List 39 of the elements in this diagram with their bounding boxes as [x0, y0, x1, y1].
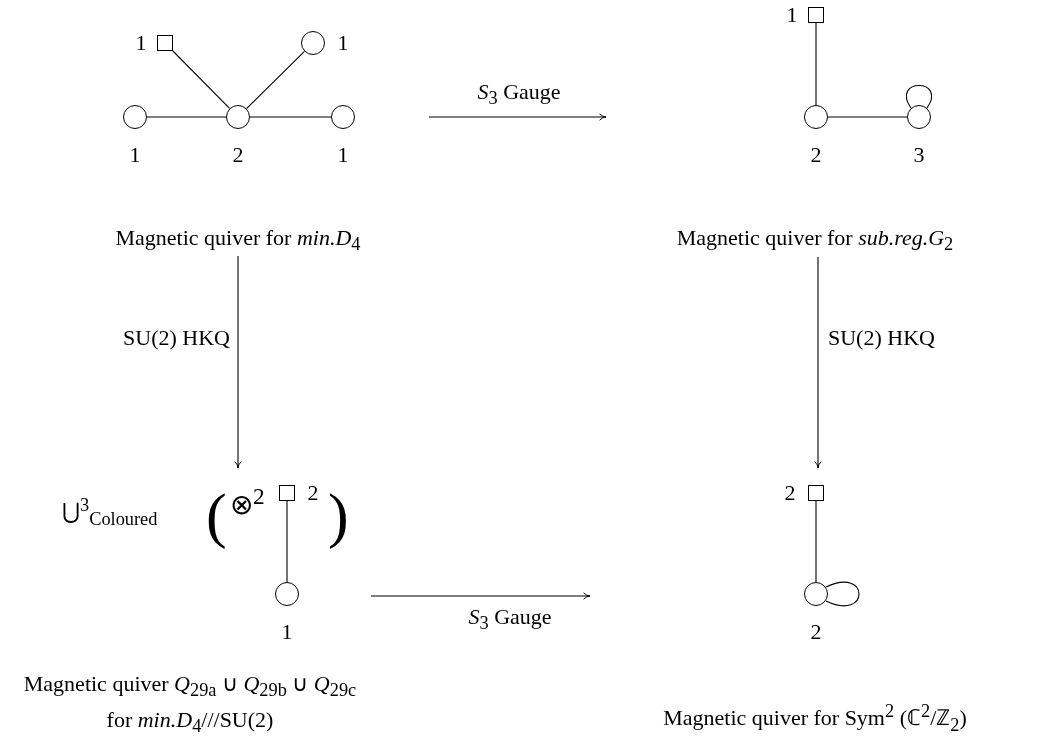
gauge-node-circle [804, 582, 828, 606]
quiver-edge [246, 50, 305, 110]
gauge-node-circle [907, 105, 931, 129]
flavour-node-square [157, 35, 173, 51]
gauge-node-circle [123, 105, 147, 129]
rank-label: 2 [784, 482, 796, 504]
rank-label: 2 [810, 621, 822, 643]
quiver-label: Magnetic quiver for Sym$^{2}$ (ℂ$^{2}$/ℤ$_{2}$) [663, 700, 967, 737]
quiver-edge [249, 116, 332, 118]
rank-label: 2 [232, 144, 244, 166]
rank-label: 1 [281, 621, 293, 643]
rank-label: 1 [786, 4, 798, 26]
flavour-node-square [279, 485, 295, 501]
flavour-node-square [808, 7, 824, 23]
rank-label: 2 [810, 144, 822, 166]
tensor-power-label: ⊗$^{2}$ [230, 485, 265, 520]
quiver-edge [286, 500, 288, 583]
quiver-label: Magnetic quiver for sub.reg.G$_{2}$ [676, 224, 954, 257]
gauge-node-circle [275, 582, 299, 606]
rank-label: 1 [129, 144, 141, 166]
loop-edge [905, 84, 933, 109]
rank-label: 2 [307, 482, 319, 504]
gauge-node-circle [804, 105, 828, 129]
rank-label: 1 [337, 32, 349, 54]
quiver-edge [146, 116, 227, 118]
quiver-edge [172, 50, 231, 109]
gauge-node-circle [331, 105, 355, 129]
gauge-node-circle [301, 31, 325, 55]
loop-edge [825, 581, 860, 607]
flavour-node-square [808, 485, 824, 501]
quiver-label: Magnetic quiver Q$_{29a}$ ∪ Q$_{29b}$ ∪ Q$_{29c}$ for min.D$_{4}$///SU(2) [22, 670, 358, 739]
quiver-edge [815, 500, 817, 583]
quiver-edge [827, 116, 908, 118]
rank-label: 3 [913, 144, 925, 166]
gauge-node-circle [226, 105, 250, 129]
quiver-label: Magnetic quiver for min.D$_{4}$ [115, 224, 361, 257]
rank-label: 1 [337, 144, 349, 166]
rank-label: 1 [135, 32, 147, 54]
quiver-edge [815, 22, 817, 106]
